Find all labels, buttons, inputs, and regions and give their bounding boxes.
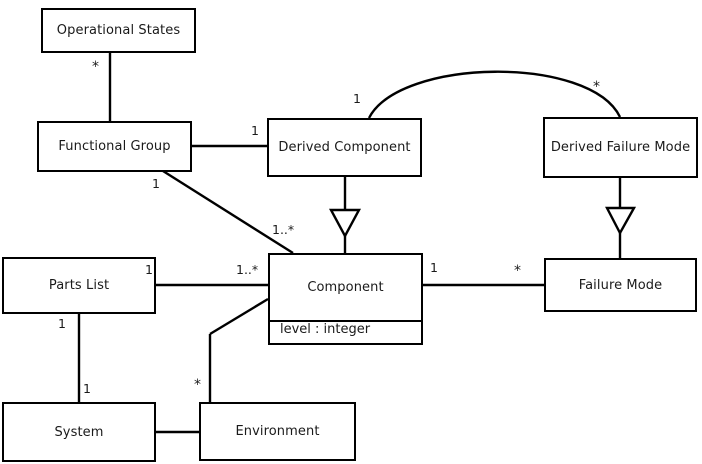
multiplicity-derived-component-functional-group: 1 bbox=[251, 123, 259, 138]
class-name-derived-failure-mode: Derived Failure Mode bbox=[550, 140, 691, 155]
class-box-functional-group[interactable]: Functional Group bbox=[37, 121, 192, 172]
connector-derived-component-derived-failure-mode bbox=[367, 70, 622, 119]
class-box-operational-states[interactable]: Operational States bbox=[41, 8, 196, 53]
multiplicity-component-failure-mode: 1 bbox=[430, 260, 438, 275]
class-box-derived-component[interactable]: Derived Component bbox=[267, 118, 422, 177]
class-name-component: Component bbox=[307, 280, 384, 295]
hollow-triangle-icon-component bbox=[328, 208, 362, 239]
class-box-failure-mode[interactable]: Failure Mode bbox=[544, 258, 697, 312]
multiplicity-component-parts-list: 1..* bbox=[236, 262, 259, 277]
multiplicity-functional-group-component: 1 bbox=[152, 176, 160, 191]
class-name-parts-list: Parts List bbox=[48, 278, 110, 293]
class-name-functional-group: Functional Group bbox=[58, 139, 171, 154]
class-box-environment[interactable]: Environment bbox=[199, 402, 356, 461]
multiplicity-operational-states-functional-group: * bbox=[92, 59, 99, 75]
connector-functional-group-component bbox=[162, 169, 294, 255]
class-attribute-component-level: level : integer bbox=[270, 320, 421, 337]
class-name-environment: Environment bbox=[235, 424, 320, 439]
multiplicity-derived-component-curve: 1 bbox=[353, 91, 361, 106]
class-name-failure-mode: Failure Mode bbox=[578, 277, 663, 293]
multiplicity-parts-list-component: 1 bbox=[145, 262, 153, 277]
multiplicity-failure-mode-component: * bbox=[514, 263, 521, 279]
hollow-triangle-icon-failure-mode bbox=[605, 206, 637, 236]
class-name-operational-states: Operational States bbox=[56, 23, 181, 38]
class-box-system[interactable]: System bbox=[2, 402, 156, 462]
class-box-parts-list[interactable]: Parts List bbox=[2, 257, 156, 314]
class-name-derived-component: Derived Component bbox=[278, 140, 411, 155]
multiplicity-parts-list-system: 1 bbox=[58, 316, 66, 331]
multiplicity-component-functional-group: 1..* bbox=[272, 222, 295, 237]
class-name-system: System bbox=[54, 424, 104, 440]
class-box-component[interactable]: Component level : integer bbox=[268, 253, 423, 345]
multiplicity-environment-component: * bbox=[194, 377, 201, 393]
class-box-derived-failure-mode[interactable]: Derived Failure Mode bbox=[543, 117, 698, 178]
multiplicity-derived-failure-mode-curve: * bbox=[593, 79, 600, 95]
multiplicity-system-parts-list: 1 bbox=[83, 381, 91, 396]
connector-component-environment-diagonal bbox=[209, 297, 269, 336]
